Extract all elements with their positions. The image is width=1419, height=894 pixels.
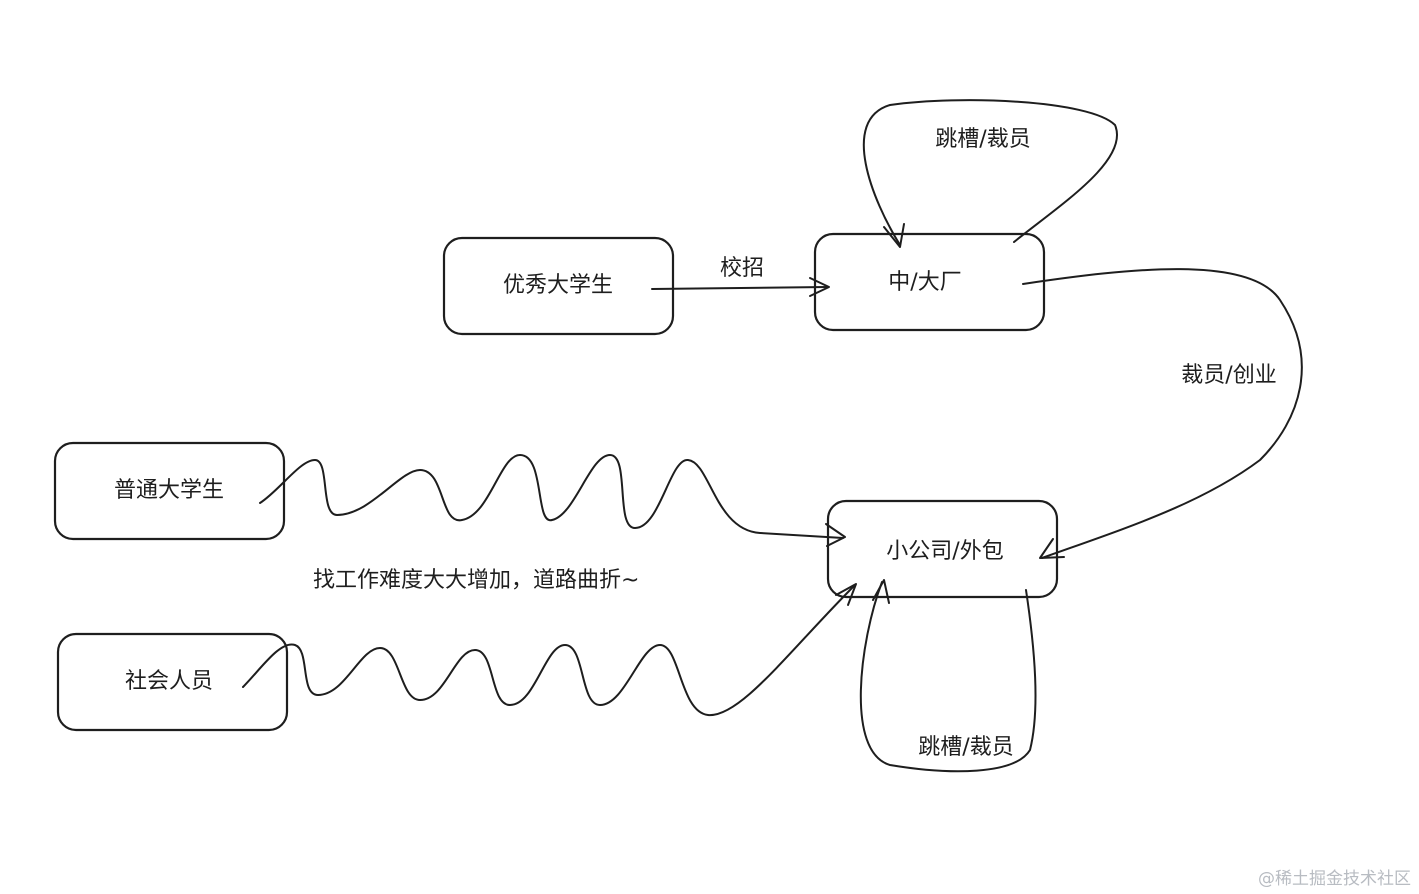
edge-social-wavy-line <box>242 584 856 717</box>
edge-big-self-loop-line <box>862 99 1118 246</box>
difficulty-annotation: 找工作难度大大增加，道路曲折~ <box>313 568 639 593</box>
edge-small-self-loop-arrowhead <box>872 579 890 604</box>
node-excellent-students-box <box>442 236 675 336</box>
edge-small-self-loop-line <box>859 581 1037 773</box>
node-social-people-label: 社会人员 <box>125 669 213 694</box>
edge-big-self-loop-label: 跳槽/裁员 <box>935 127 1030 152</box>
edge-layoff-startup-line <box>1022 268 1303 559</box>
edge-ordinary-wavy-arrowhead <box>825 523 846 547</box>
node-small-company-label: 小公司/外包 <box>886 539 1003 564</box>
node-ordinary-students-label: 普通大学生 <box>114 478 224 503</box>
node-ordinary-students-box <box>53 441 286 541</box>
node-small-company-box <box>826 499 1059 599</box>
edge-big-self-loop-arrowhead <box>883 223 905 248</box>
edge-layoff-startup-label: 裁员/创业 <box>1181 363 1276 388</box>
node-big-company-box <box>813 232 1046 332</box>
edge-campus-recruit-label: 校招 <box>720 256 764 281</box>
node-excellent-students-label: 优秀大学生 <box>503 273 613 298</box>
edge-campus-recruit-line <box>651 286 829 290</box>
edge-layoff-startup-arrowhead <box>1039 538 1065 559</box>
node-big-company-label: 中/大厂 <box>888 270 961 295</box>
edge-social-wavy-arrowhead <box>835 583 857 606</box>
watermark: @稀土掘金技术社区 <box>1258 869 1411 889</box>
edge-ordinary-wavy-line <box>259 454 844 539</box>
edge-small-self-loop-label: 跳槽/裁员 <box>918 735 1013 760</box>
edge-campus-recruit-arrowhead <box>809 277 830 297</box>
node-social-people-box <box>56 632 289 732</box>
